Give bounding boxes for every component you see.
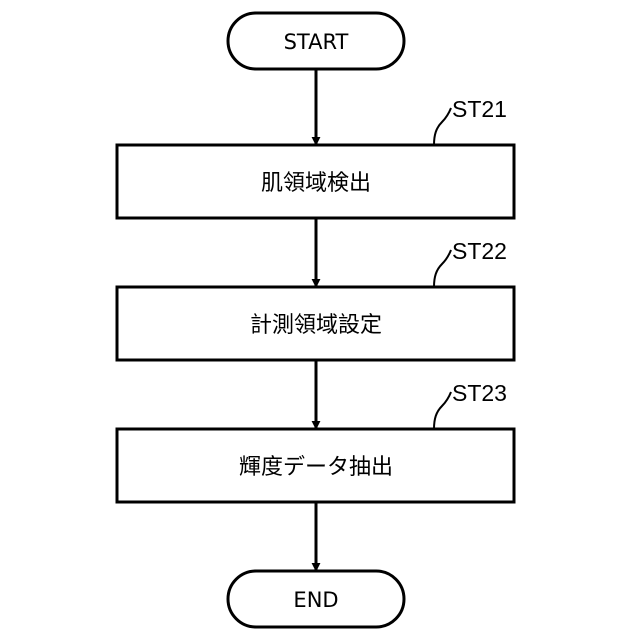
process-label-st22: 計測領域設定 [250,313,382,338]
start-terminator: START [228,13,404,69]
step-id-st22: ST22 [452,238,507,264]
start-label: START [284,30,349,54]
leader-line-st23 [434,392,451,429]
leader-line-st22 [434,250,451,287]
step-id-st21: ST21 [452,96,507,122]
process-label-st23: 輝度データ抽出 [239,455,393,480]
step-id-st23: ST23 [452,380,507,406]
end-terminator: END [228,571,404,627]
process-box-st22: 計測領域設定 [117,287,514,360]
process-box-st21: 肌領域検出 [117,145,514,218]
end-label: END [293,588,338,612]
process-label-st21: 肌領域検出 [261,171,371,196]
leader-line-st21 [434,108,451,145]
process-box-st23: 輝度データ抽出 [117,429,514,502]
